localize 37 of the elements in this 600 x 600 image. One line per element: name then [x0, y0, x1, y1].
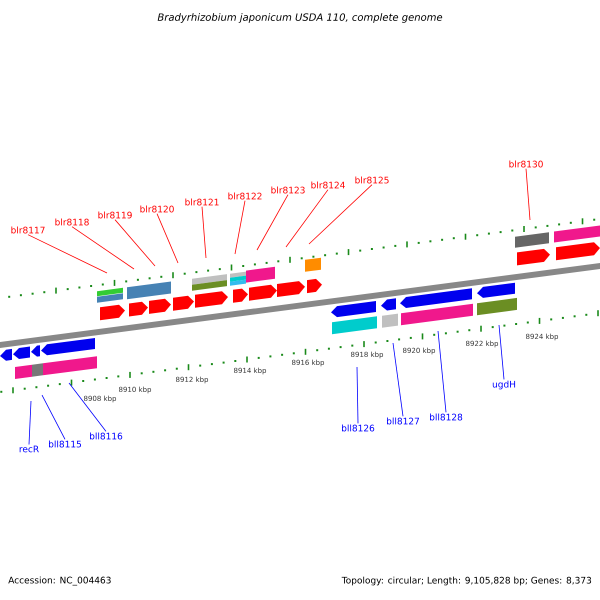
leader-line	[68, 382, 106, 432]
leader-line	[256, 194, 288, 250]
leader-line	[114, 219, 156, 266]
gene-label: blr8125	[355, 176, 389, 184]
leader-line	[28, 234, 108, 274]
gene-label: bll8116	[90, 432, 122, 440]
leader-line	[308, 184, 372, 244]
gene-label: blr8123	[271, 186, 305, 194]
leader-line	[392, 342, 404, 417]
gene-label: blr8120	[140, 206, 174, 212]
leader-line	[286, 189, 328, 248]
leader-line	[498, 324, 504, 380]
leader-line	[526, 168, 530, 220]
accession-text: Accession: NC_004463	[8, 576, 111, 586]
gene-label: bll8128	[430, 414, 462, 420]
leader-line	[28, 400, 32, 445]
gene-label: blr8119	[98, 212, 132, 218]
gene-label: ugdH	[492, 380, 516, 390]
leader-line	[156, 213, 178, 264]
title: Bradyrhizobium japonicum USDA 110, complete genome	[158, 13, 442, 23]
leader-line	[234, 200, 246, 254]
gene-label: blr8130	[509, 160, 543, 168]
gene-label: bll8126	[342, 424, 374, 432]
gene-label: blr8118	[55, 218, 89, 226]
gene-label: blr8117	[11, 226, 45, 234]
genome-info-text: Topology: circular; Length: 9,105,828 bp; Genes: 8,373	[342, 576, 592, 586]
gene-label: bll8115	[49, 440, 82, 448]
gene-label: blr8124	[311, 182, 345, 188]
gene-label: blr8122	[228, 192, 262, 200]
leader-line	[42, 394, 66, 440]
leader-line	[356, 366, 358, 424]
gene-label: bll8127	[387, 418, 420, 424]
leader-line	[72, 226, 134, 270]
leader-line	[202, 206, 206, 258]
leader-line	[438, 330, 446, 413]
gene-label: recR	[20, 446, 39, 452]
gene-label: blr8121	[185, 198, 219, 206]
